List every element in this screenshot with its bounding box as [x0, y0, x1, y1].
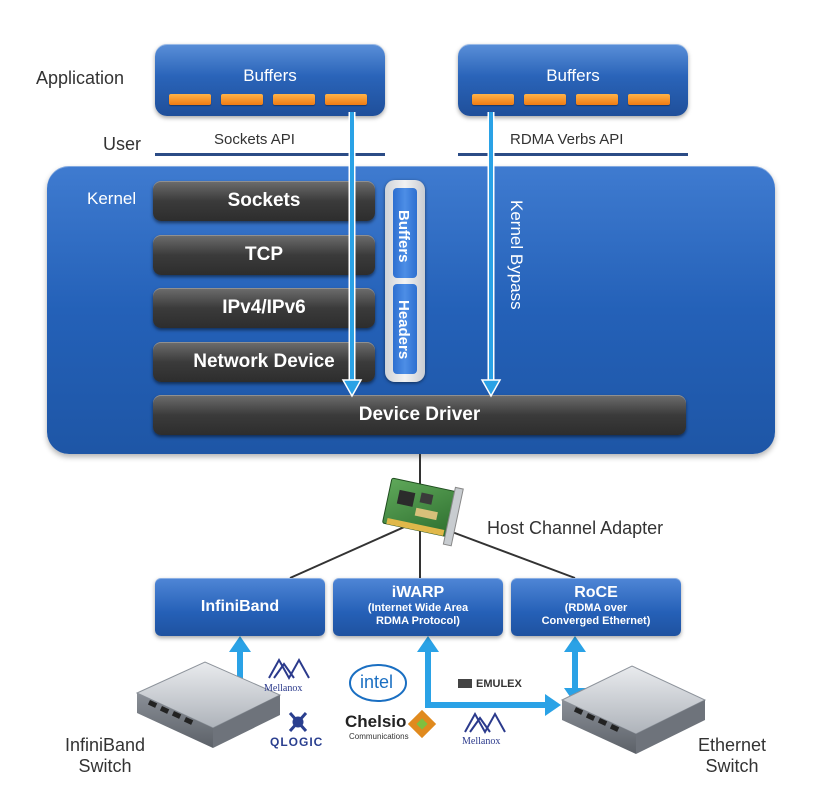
emulex-logo: EMULEX [476, 678, 522, 690]
buffer-slot [221, 94, 263, 105]
kernel-headers-text: Headers [395, 300, 412, 360]
infiniband-switch-label-1: InfiniBand [64, 735, 146, 755]
buffers-title-right: Buffers [546, 66, 600, 85]
chelsio-logo: Chelsio [345, 712, 407, 731]
sockets-path-arrow [341, 112, 363, 398]
buffer-slot [273, 94, 315, 105]
ethernet-switch-label: Ethernet Switch [682, 735, 782, 777]
iwarp-title: iWARP [391, 584, 445, 601]
kernel-stack-sockets: Sockets [153, 181, 375, 221]
mellanox-logo-mark-1 [268, 657, 310, 681]
ethernet-switch-icon [560, 665, 707, 754]
kernel-bypass-arrow [480, 112, 502, 398]
intel-logo: intel [360, 672, 394, 692]
mellanox-logo-1: Mellanox [264, 683, 303, 694]
buffer-slot [524, 94, 566, 105]
chelsio-sub: Communications [349, 732, 409, 741]
infiniband-switch-label: InfiniBand Switch [55, 735, 155, 777]
kernel-headers-segment [393, 284, 417, 374]
infiniband-switch-icon [135, 661, 282, 748]
kernel-stack-ip: IPv4/IPv6 [153, 288, 375, 328]
mellanox-logo-2: Mellanox [462, 736, 501, 747]
app-buffers-left: Buffers [155, 44, 385, 116]
user-label: User [103, 134, 142, 154]
ethernet-switch-label-1: Ethernet [697, 735, 767, 755]
kernel-stack-tcp: TCP [153, 235, 375, 275]
host-channel-adapter-label: Host Channel Adapter [487, 518, 664, 538]
kernel-buffers-segment [393, 188, 417, 278]
qlogic-logo-mark [288, 712, 308, 732]
chelsio-logo-mark [407, 709, 437, 739]
kernel-label: Kernel [87, 189, 137, 208]
buffer-slot [169, 94, 211, 105]
qlogic-logo: QLOGIC [270, 735, 324, 749]
kernel-buffers-text: Buffers [395, 209, 412, 263]
sockets-api-line [155, 153, 385, 156]
application-label: Application [36, 68, 125, 88]
rdma-verbs-api-label: RDMA Verbs API [510, 131, 624, 148]
kernel-stack-network-device: Network Device [153, 342, 375, 382]
ethernet-switch-label-2: Switch [705, 756, 759, 776]
protocol-infiniband: InfiniBand [155, 578, 325, 636]
sockets-api-label: Sockets API [214, 131, 295, 148]
roce-subtitle-2: Converged Ethernet) [541, 615, 651, 627]
host-channel-adapter-icon [382, 477, 464, 547]
roce-subtitle-1: (RDMA over [564, 602, 628, 614]
infiniband-switch-label-2: Switch [78, 756, 132, 776]
buffer-slot [628, 94, 670, 105]
emulex-logo-mark [458, 679, 472, 688]
kernel-bypass-label: Kernel Bypass [507, 200, 526, 310]
buffers-title-left: Buffers [243, 66, 297, 85]
device-driver-bar: Device Driver [153, 395, 686, 435]
app-buffers-right: Buffers [458, 44, 688, 116]
iwarp-subtitle-2: RDMA Protocol) [376, 615, 460, 627]
buffer-slot [325, 94, 367, 105]
protocol-roce: RoCE (RDMA over Converged Ethernet) [511, 578, 681, 636]
infiniband-title: InfiniBand [200, 598, 280, 615]
iwarp-subtitle-1: (Internet Wide Area [367, 602, 469, 614]
roce-title: RoCE [574, 584, 618, 601]
buffer-slot [472, 94, 514, 105]
intel-logo-mark [349, 664, 407, 702]
kernel-buffers-headers: Buffers Headers [385, 180, 425, 382]
mellanox-logo-mark-2 [464, 711, 506, 735]
rdma-api-line [458, 153, 688, 156]
protocol-iwarp: iWARP (Internet Wide Area RDMA Protocol) [333, 578, 503, 636]
iwarp-arrow [417, 636, 561, 716]
buffer-slot [576, 94, 618, 105]
